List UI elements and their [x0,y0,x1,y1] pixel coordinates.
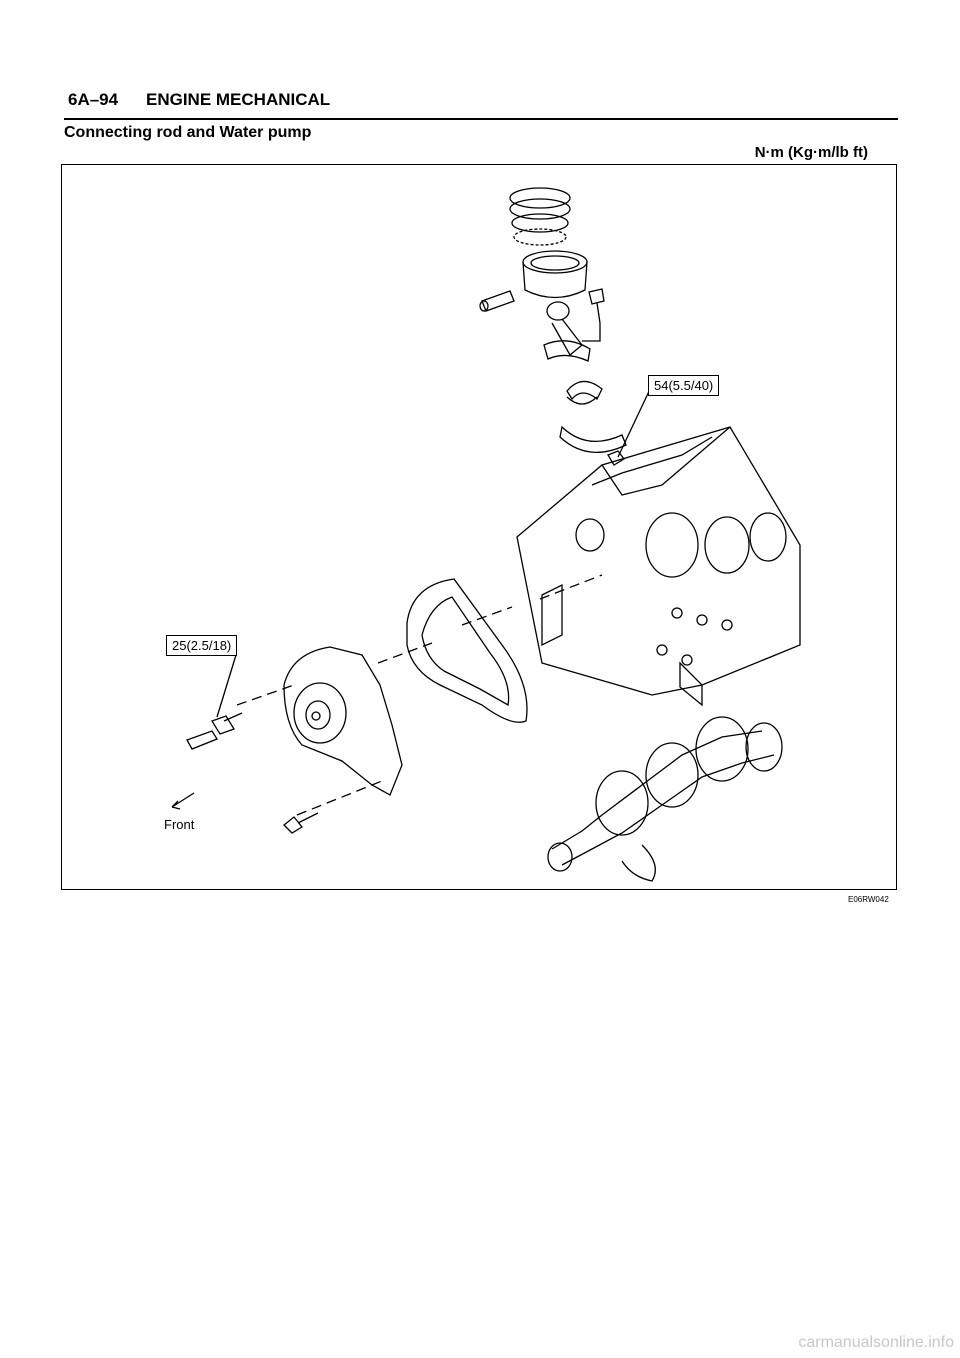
crankshaft [547,716,783,882]
engine-block [516,426,801,707]
front-arrow [171,792,195,810]
footer-watermark: carmanualsonline.info [798,1334,954,1351]
piston-rings [509,187,571,246]
front-label: Front [164,817,195,832]
piston-pin [479,290,515,312]
piston [522,250,588,299]
rod-cap [559,425,627,453]
stud-torque-callout: 25(2.5/18) [166,635,238,656]
torque-units: N·m (Kg·m/lb ft) [754,144,868,161]
bearing-shells [566,380,603,405]
page-number: 6A–94 [68,90,119,109]
water-pump-stud [186,654,243,750]
chapter-title: ENGINE MECHANICAL [146,90,331,109]
water-pump-bolt [283,812,319,834]
water-pump-gasket [406,578,528,723]
section-title: Connecting rod and Water pump [64,124,312,141]
page-header: 6A–94 ENGINE MECHANICAL [64,88,898,120]
engine-illustration [171,187,801,882]
rod-bolt [582,288,605,342]
figure-code: E06RW042 [848,895,889,904]
rod-nut-torque-callout: 54(5.5/40) [648,375,720,396]
exploded-view-figure: 54(5.5/40) 25(2.5/18) Front [61,164,897,890]
assembly-lines [236,574,603,816]
rod-nut [607,384,653,466]
water-pump [283,646,403,796]
connecting-rod [543,301,591,362]
